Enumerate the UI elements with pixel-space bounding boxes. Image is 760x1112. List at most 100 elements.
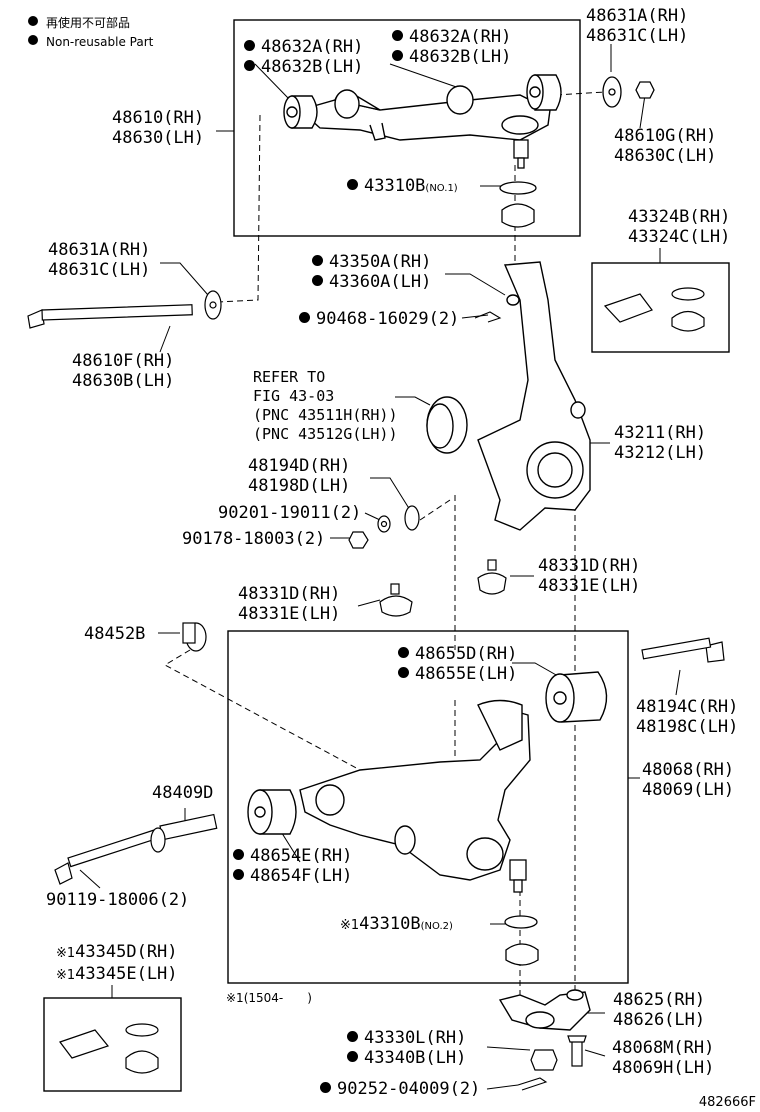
part-number: 43345E(LH) [75,964,178,984]
part-number: 48198C(LH) [636,717,739,737]
cam-nut-48452b [182,622,207,652]
part-number: 48069(LH) [642,780,735,800]
label-48625-48626[interactable]: 48625(RH) 48626(LH) [613,990,705,1030]
cam-bolt-48409d [150,813,218,853]
label-48632a-48632b-front[interactable]: 48632A(RH) 48632B(LH) [244,37,363,77]
non-reusable-dot-icon [392,50,403,61]
nut-90178 [348,531,369,549]
label-48655d-48655e[interactable]: 48655D(RH) 48655E(LH) [398,644,517,684]
part-number: 48632A(RH) [261,37,364,57]
upper-arm-group-box [233,19,581,237]
label-43310b-no1[interactable]: 43310B(NO.1) [347,176,458,199]
label-48610g-48630c[interactable]: 48610G(RH) 48630C(LH) [614,126,716,166]
washer-90201 [377,515,391,533]
part-number: 43310B [364,176,426,196]
label-43330l-43340b[interactable]: 43330L(RH) 43340B(LH) [347,1028,466,1068]
label-48631a-48631c-top[interactable]: 48631A(RH) 48631C(LH) [586,6,688,46]
part-number: 48654E(RH) [250,846,353,866]
part-number: 48194D(RH) [248,456,351,476]
label-90252-04009[interactable]: 90252-04009(2) [320,1079,480,1099]
part-number: 43324B(RH) [628,207,731,227]
non-reusable-dot-icon [347,1031,358,1042]
non-reusable-dot-icon [299,312,310,323]
non-reusable-dot-icon [233,849,244,860]
part-number: 90468-16029(2) [316,309,460,329]
label-90178-18003[interactable]: 90178-18003(2) [182,529,325,549]
footnote-mark: ※1 [56,968,76,983]
part-number: 48452B [84,624,146,644]
label-48654e-48654f[interactable]: 48654E(RH) 48654F(LH) [233,846,352,886]
legend: 再使用不可部品 Non-reusable Part [28,14,153,52]
part-number: 48331D(RH) [238,584,341,604]
knuckle-cotter-pin [474,311,502,323]
non-reusable-dot-icon [398,647,409,658]
non-reusable-dot-icon [312,255,323,266]
footnote-1504: ※1(1504- ) [226,988,312,1008]
upper-arm-washer [602,76,622,108]
label-48610-48630[interactable]: 48610(RH) 48630(LH) [112,108,204,148]
part-note: (NO.1) [425,183,458,194]
lower-arm-rear-bolt [641,637,725,663]
part-number: 48069H(LH) [612,1058,715,1078]
castle-nut-43330l [530,1049,558,1071]
label-48068m-48069h[interactable]: 48068M(RH) 48069H(LH) [612,1038,714,1078]
part-number: 48194C(RH) [636,697,739,717]
part-number: 48632B(LH) [261,57,364,77]
non-reusable-dot-icon [244,60,255,71]
lower-boot-kit-parts [59,1023,159,1074]
non-reusable-dot-icon [312,275,323,286]
label-48331d-48331e-left[interactable]: 48331D(RH) 48331E(LH) [238,584,340,624]
part-number: 48654F(LH) [250,866,353,886]
label-48194c-48198c[interactable]: 48194C(RH) 48198C(LH) [636,697,738,737]
lower-boot [504,915,539,966]
upper-ball-joint [513,139,529,169]
non-reusable-dot-icon [392,30,403,41]
part-number: 43350A(RH) [329,252,432,272]
part-number: 48632A(RH) [409,27,512,47]
label-48194d-48198d[interactable]: 48194D(RH) 48198D(LH) [248,456,350,496]
non-reusable-dot-icon [347,179,358,190]
refer-text: (PNC 43511H(RH)) [253,406,398,424]
label-refer-to-fig-43-03[interactable]: REFER TO FIG 43-03 (PNC 43511H(RH)) (PNC… [253,368,398,444]
label-48610f-48630b[interactable]: 48610F(RH) 48630B(LH) [72,351,174,391]
footnote-text: ※1(1504- ) [226,991,312,1005]
part-number: 48631A(RH) [48,240,151,260]
refer-text: (PNC 43512G(LH)) [253,425,398,443]
part-number: 48630(LH) [112,128,205,148]
label-43345d-43345e[interactable]: ※143345D(RH) ※143345E(LH) [56,942,178,986]
part-number: 43330L(RH) [364,1028,467,1048]
legend-non-reusable-en: Non-reusable Part [46,35,154,49]
upper-arm-bolt [27,304,193,329]
legend-dot-icon [28,16,38,26]
label-90201-19011[interactable]: 90201-19011(2) [218,503,361,523]
part-number: 48631A(RH) [586,6,689,26]
lower-ball-joint [509,859,527,893]
label-48068-48069[interactable]: 48068(RH) 48069(LH) [642,760,734,800]
label-43310b-no2[interactable]: ※143310B(NO.2) [340,914,453,937]
upper-arm-nut [635,81,655,99]
part-number: 48068(RH) [642,760,735,780]
part-number: 48409D [152,783,214,803]
non-reusable-dot-icon [244,40,255,51]
label-43350a-43360a[interactable]: 43350A(RH) 43360A(LH) [312,252,431,292]
label-48631a-48631c-mid[interactable]: 48631A(RH) 48631C(LH) [48,240,150,280]
refer-text: FIG 43-03 [253,387,335,405]
steering-arm [498,989,591,1031]
part-number: 43211(RH) [614,423,707,443]
part-number: 48198D(LH) [248,476,351,496]
part-number: 48610F(RH) [72,351,175,371]
part-number: 48331D(RH) [538,556,641,576]
steering-knuckle [477,261,591,531]
label-48331d-48331e-right[interactable]: 48331D(RH) 48331E(LH) [538,556,640,596]
label-43324b-43324c[interactable]: 43324B(RH) 43324C(LH) [628,207,730,247]
lower-arm-front-bolt [54,829,158,885]
label-43211-43212[interactable]: 43211(RH) 43212(LH) [614,423,706,463]
label-48409d[interactable]: 48409D [152,783,213,803]
non-reusable-dot-icon [233,869,244,880]
label-90119-18006[interactable]: 90119-18006(2) [46,890,189,910]
label-48452b[interactable]: 48452B [84,624,145,644]
label-90468-16029[interactable]: 90468-16029(2) [299,309,459,329]
lower-arm-bushing-front [247,789,297,835]
label-48632a-48632b-rear[interactable]: 48632A(RH) 48632B(LH) [392,27,511,67]
